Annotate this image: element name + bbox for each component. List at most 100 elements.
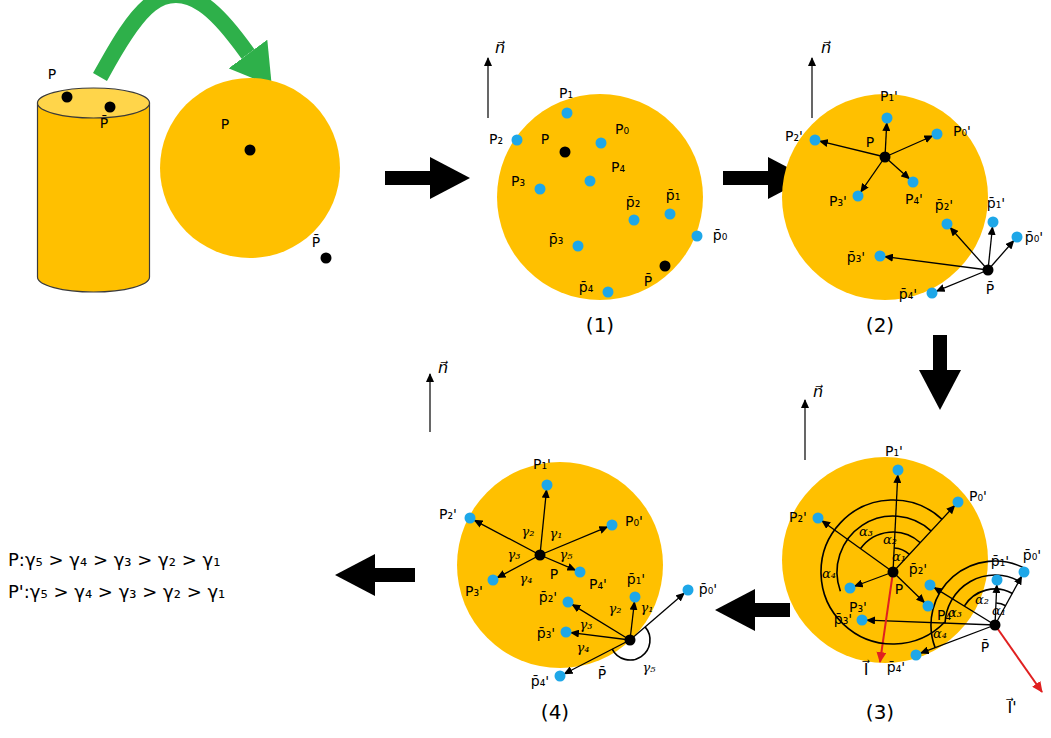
sample-point [692,231,703,242]
key-point [245,145,256,156]
key-point [990,620,1001,631]
key-point [321,253,332,264]
point-label: γ₁ [641,601,654,615]
normal-vector-label: n⃗ [821,39,831,57]
point-label: P̄ [312,235,320,250]
point-label: P₂ [489,132,503,147]
disc-outline [160,78,340,258]
point-label: p̄₃' [834,612,852,627]
point-label: p̄₂' [909,562,927,577]
angle-arc [996,603,1006,606]
point-label: γ₃ [508,548,521,562]
flow-arrow [933,335,947,370]
point-label: I⃗' [1007,699,1016,717]
point-label: p̄₂ [626,195,641,210]
sample-point [575,567,586,578]
point-label: P [541,132,549,147]
key-point [62,92,73,103]
point-label: P̄ [986,282,994,297]
point-label: P̄ [100,116,108,131]
point-label: P [866,135,874,150]
sample-point [875,251,886,262]
point-label: P₄ [611,160,625,175]
sample-point [853,191,864,202]
normal-vector-label: n⃗ [813,383,823,401]
transfer-arrow [100,0,248,77]
point-vector [571,633,630,640]
sample-point [923,601,934,612]
point-label: p̄₁' [627,572,645,587]
flow-arrow [375,568,415,582]
point-label: P₄' [589,577,607,592]
sample-point [810,135,821,146]
point-label: p̄₁' [991,554,1009,569]
angle-arc [861,532,921,548]
sample-point [683,585,694,596]
point-label: α₁ [892,550,906,564]
sample-point [992,575,1003,586]
point-label: γ₃ [580,618,593,632]
sample-point [893,465,904,476]
angle-arc [931,561,1026,648]
point-label: α₂ [975,593,989,607]
point-label: p̄₄' [899,287,917,302]
sample-point [1012,232,1023,243]
sample-point [988,217,999,228]
point-label: γ₂ [609,602,622,616]
sample-point [596,138,607,149]
sample-point [927,288,938,299]
angle-arc [837,516,931,591]
point-label: P₁' [533,457,551,472]
point-vector [893,475,898,572]
sample-point [882,113,893,124]
normal-vector-label: n⃗ [495,39,505,57]
direction-vector [995,625,1042,692]
angle-arc [964,589,1012,606]
surface-disc: P₁'P₂'P₀'PP₃'P₄'p̄₂'p̄₁'p̄₀'p̄₃'p̄₄'P̄ [782,94,988,300]
point-label: P₁ [559,86,573,101]
direction-vector [880,572,893,662]
key-point [535,550,546,561]
point-label: P₀ [615,122,629,137]
angle-arc [821,500,945,644]
sample-point [585,176,596,187]
disc-fill [160,78,340,258]
sample-point [629,215,640,226]
point-label: P₃' [465,584,483,599]
sample-point [857,615,868,626]
sample-point [813,513,824,524]
normal-vector-label: n⃗ [438,359,448,377]
point-label: P̄ [598,667,606,682]
key-point [105,102,116,113]
point-vector [988,241,1014,270]
point-vector [861,157,885,192]
point-label: P [48,67,56,82]
cylinder-body [38,103,150,292]
point-vector [572,605,630,640]
normal-vector [487,58,488,118]
disc-fill [782,457,988,663]
point-label: p̄₂' [539,590,557,605]
sample-point [562,108,573,119]
sample-point [488,575,499,586]
point-label: P₂' [789,510,807,525]
point-label: P [550,567,558,582]
sample-point [630,592,641,603]
point-vector [540,555,575,570]
sample-point [953,497,964,508]
sample-point [925,580,936,591]
disc-fill [497,94,703,300]
sample-point [542,480,553,491]
point-vector [893,572,924,603]
sample-point [1019,567,1030,578]
sample-point [932,129,943,140]
sample-point [911,650,922,661]
point-vector [885,257,988,270]
point-label: p̄₂' [935,198,953,213]
point-vector [885,136,932,157]
point-label: P [221,117,229,132]
cylinder-top [38,88,150,118]
panel-number: (3) [866,701,894,723]
point-label: p̄₄' [531,674,549,689]
